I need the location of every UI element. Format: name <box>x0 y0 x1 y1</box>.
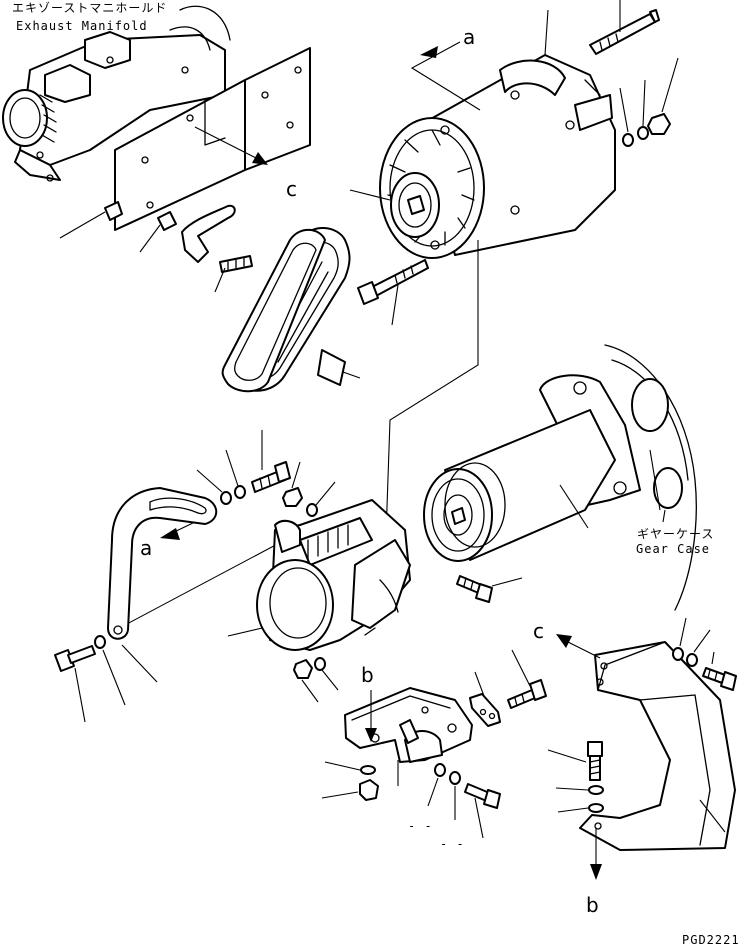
exhaust-manifold <box>2 5 231 182</box>
ref-c-cover: c <box>533 619 601 659</box>
spacer-plate <box>469 671 501 727</box>
mount-nut <box>293 657 339 703</box>
dash-mark-1: - - <box>408 819 433 833</box>
alternator-long-bolt <box>589 0 660 55</box>
gear-case <box>423 344 697 611</box>
fan-belt <box>221 227 361 393</box>
pivot-bolt <box>357 259 429 326</box>
belt-cover <box>579 641 736 851</box>
alternator-washers <box>619 57 679 147</box>
alignment-lines <box>124 240 479 626</box>
ref-c-label-cover: c <box>533 619 544 643</box>
alternator <box>379 54 616 259</box>
ref-a-label-arm: a <box>140 536 152 560</box>
exhaust-manifold-en-label: Exhaust Manifold <box>16 19 148 33</box>
ref-b-cover: b <box>586 828 602 917</box>
manifold-hardware <box>59 201 253 293</box>
support-bracket <box>344 687 473 786</box>
bracket-fasteners-right <box>427 763 501 839</box>
gear-case-en-label: Gear Case <box>636 542 710 556</box>
ref-a-label-top: a <box>463 25 475 49</box>
ref-a-arm: a <box>140 521 196 560</box>
ref-c-label: c <box>286 177 297 201</box>
ref-c-top: c <box>194 126 297 201</box>
dash-mark-2: - - <box>440 837 465 851</box>
cover-fasteners-top <box>672 617 737 691</box>
exhaust-manifold-jp-label: エキゾーストマニホールド <box>12 1 167 15</box>
bracket-bolt-upper <box>507 649 547 709</box>
gear-case-jp-label: ギヤーケース <box>637 527 714 541</box>
bracket-fasteners-left <box>321 761 379 801</box>
alternator-mount <box>227 499 411 651</box>
ref-a-top: a <box>410 25 481 111</box>
mount-bolt <box>456 575 523 603</box>
drawing-code: PGD2221 <box>682 933 740 946</box>
cover-fasteners-left <box>547 741 604 813</box>
manifold-bracket <box>114 47 311 231</box>
ref-b-label-center: b <box>361 663 374 687</box>
arm-hardware <box>196 430 336 517</box>
ref-b-label-cover: b <box>586 893 599 917</box>
ref-b-center: b <box>361 663 377 742</box>
adjusting-arm <box>107 487 218 683</box>
bottom-left-bolt <box>54 635 126 723</box>
